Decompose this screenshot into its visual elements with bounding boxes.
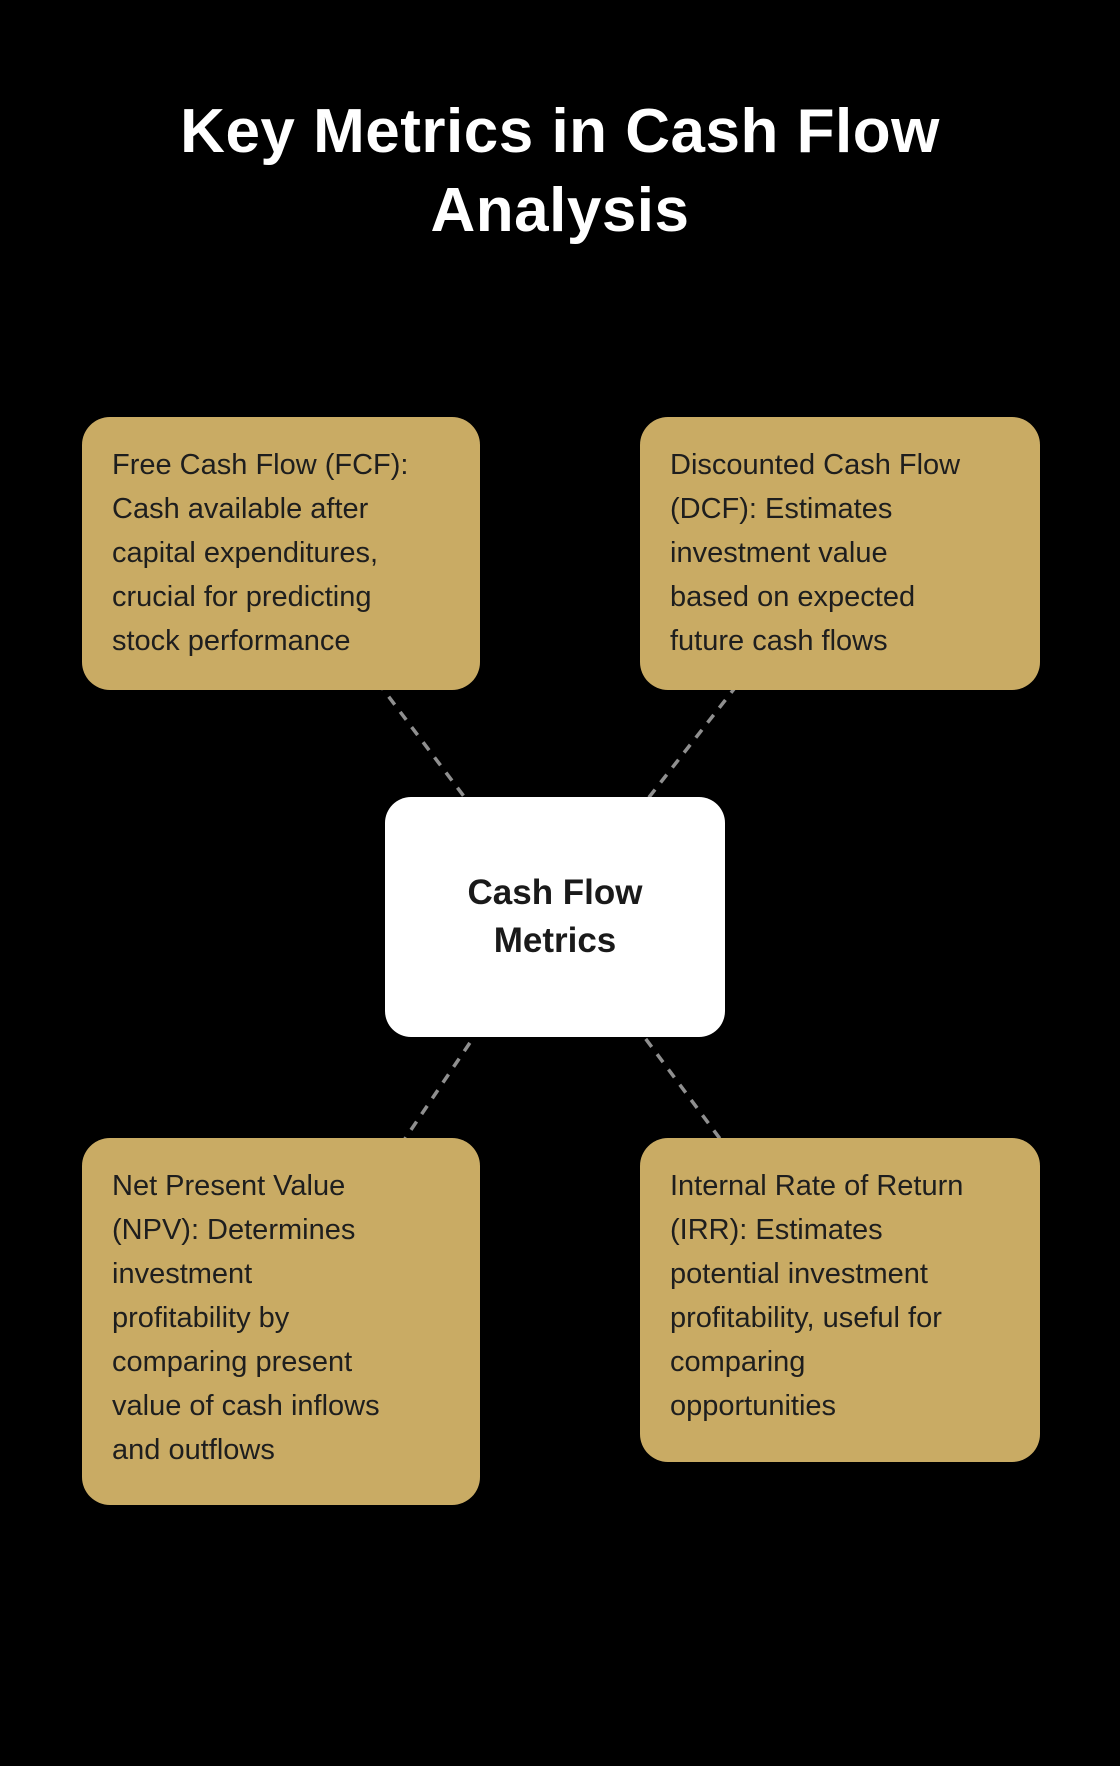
page-title: Key Metrics in Cash Flow Analysis: [180, 97, 940, 246]
node-free-cash-flow-text: Free Cash Flow (FCF): Cash available aft…: [112, 449, 409, 657]
node-free-cash-flow: Free Cash Flow (FCF): Cash available aft…: [82, 417, 480, 690]
node-net-present-value-text: Net Present Value (NPV): Determines inve…: [112, 1170, 380, 1466]
node-cash-flow-metrics: Cash Flow Metrics: [385, 797, 725, 1037]
node-internal-rate-of-return-text: Internal Rate of Return (IRR): Estimates…: [670, 1170, 964, 1422]
node-net-present-value: Net Present Value (NPV): Determines inve…: [82, 1138, 480, 1505]
node-discounted-cash-flow-text: Discounted Cash Flow (DCF): Estimates in…: [670, 449, 961, 657]
node-discounted-cash-flow: Discounted Cash Flow (DCF): Estimates in…: [640, 417, 1040, 690]
node-cash-flow-metrics-label: Cash Flow Metrics: [467, 873, 643, 960]
node-internal-rate-of-return: Internal Rate of Return (IRR): Estimates…: [640, 1138, 1040, 1462]
